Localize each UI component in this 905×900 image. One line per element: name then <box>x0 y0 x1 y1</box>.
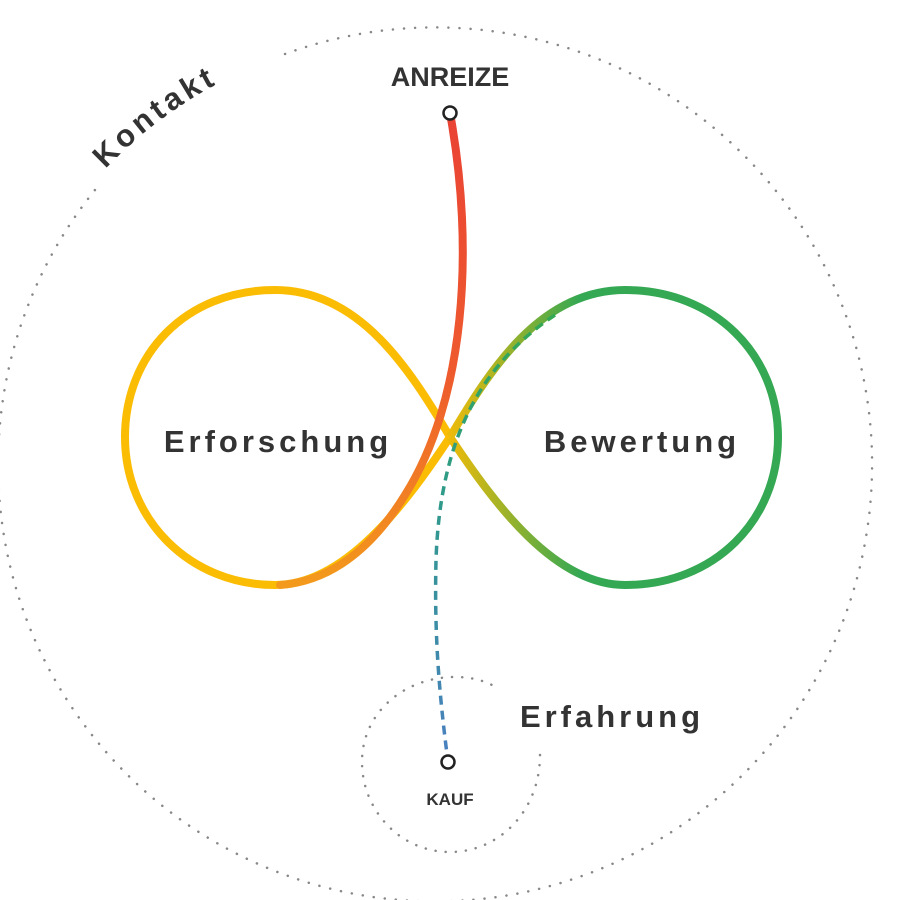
trigger-path <box>276 109 467 589</box>
contact-label: Kontakt <box>86 58 223 174</box>
evaluation-loop <box>446 285 783 590</box>
trigger-node <box>442 105 458 121</box>
trigger-label: ANREIZE <box>391 62 510 92</box>
contact-circle <box>0 26 874 900</box>
purchase-node <box>440 754 456 770</box>
purchase-label: KAUF <box>426 790 473 809</box>
exploration-label: Erforschung <box>164 424 392 459</box>
purchase-path <box>433 313 556 763</box>
experience-label: Erfahrung <box>520 699 704 734</box>
evaluation-label: Bewertung <box>544 424 740 459</box>
